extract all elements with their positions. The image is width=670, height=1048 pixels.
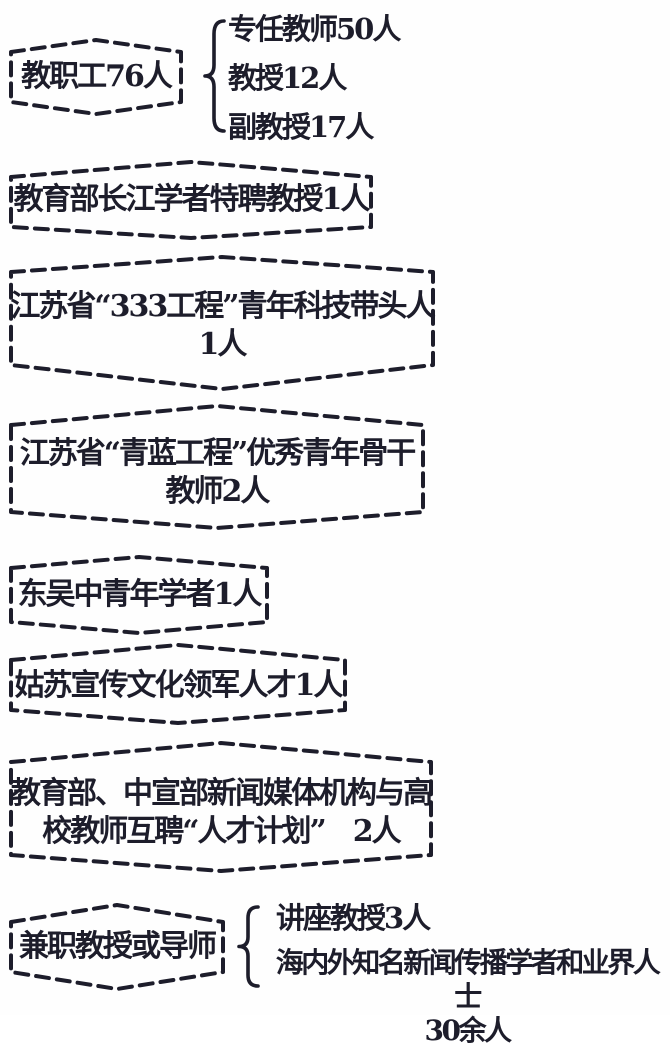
dashed-hexagon-icon <box>9 255 435 391</box>
node-qinglan-project-box <box>8 402 426 532</box>
dashed-hexagon-icon <box>9 404 425 530</box>
node-adjunct-professor-label: 兼职教授或导师 <box>19 929 217 964</box>
node-faculty-total-label: 教职工76人 <box>21 59 173 94</box>
dashed-hexagon-icon <box>9 903 225 991</box>
node-talent-plan-box <box>8 739 434 875</box>
node-gusu-talent-label: 姑苏宣传文化领军人才1人 <box>14 668 344 703</box>
faculty-structure-diagram: 教职工76人 专任教师50人 教授12人 副教授17人 教育部长江学者特聘教授1… <box>8 12 661 1047</box>
list-item: 教授12人 <box>228 61 347 95</box>
list-item: 讲座教授3人 <box>276 901 431 935</box>
node-333-project-label: 江苏省“333工程”青年科技带头人 1人 <box>10 289 435 362</box>
node-qinglan-project-label: 江苏省“青蓝工程”优秀青年骨干 教师2人 <box>19 436 417 509</box>
node-gusu-talent-box <box>8 641 348 727</box>
left-curly-brace-icon <box>202 18 228 138</box>
dashed-hexagon-icon <box>9 160 373 240</box>
left-curly-brace-icon <box>236 904 262 994</box>
node-333-project-box <box>8 253 436 393</box>
node-changjiang-scholar-box <box>8 158 374 242</box>
node-changjiang-scholar-label: 教育部长江学者特聘教授1人 <box>13 182 371 217</box>
list-item: 专任教师50人 <box>228 12 401 46</box>
dashed-hexagon-icon <box>9 38 183 116</box>
dashed-hexagon-icon <box>9 643 347 725</box>
node-adjunct-professor-box <box>8 900 226 994</box>
dashed-hexagon-icon <box>9 555 269 635</box>
node-faculty-total-box <box>8 36 184 118</box>
node-talent-plan-label: 教育部、中宣部新闻媒体机构与高 校教师互聘“人才计划” 2人 <box>11 776 433 849</box>
node-dongwu-scholar-box <box>8 553 270 637</box>
list-item: 副教授17人 <box>228 110 374 144</box>
list-item: 海内外知名新闻传播学者和业界人士 30余人 <box>275 946 661 1047</box>
node-dongwu-scholar-label: 东吴中青年学者1人 <box>17 577 263 612</box>
dashed-hexagon-icon <box>9 741 433 873</box>
